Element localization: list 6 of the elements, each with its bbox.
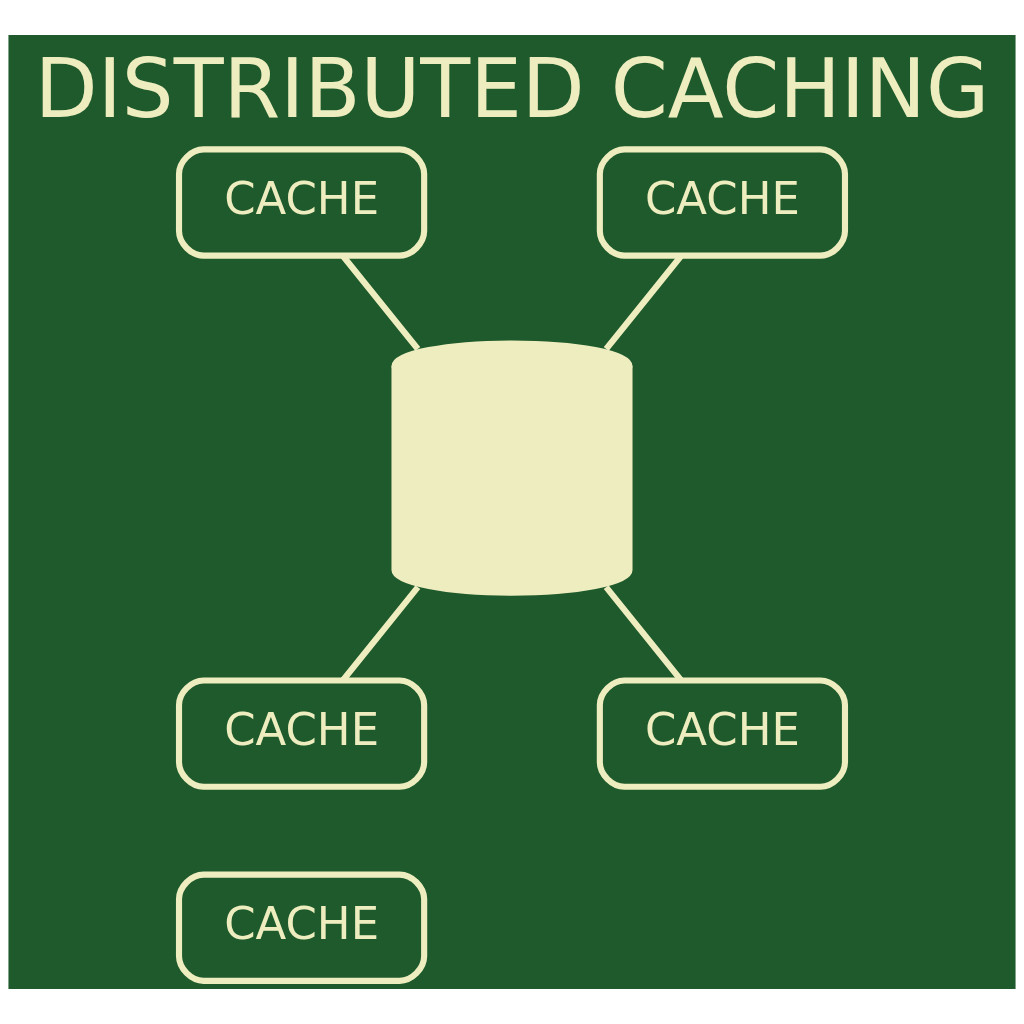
diagram-title: DISTRIBUTED CACHING — [34, 40, 990, 136]
node-box: CACHE — [596, 677, 849, 790]
node-box: CACHE — [175, 871, 428, 984]
node-box: CACHE — [596, 146, 849, 259]
node-box: CACHE — [175, 146, 428, 259]
node-box: CACHE — [175, 677, 428, 790]
